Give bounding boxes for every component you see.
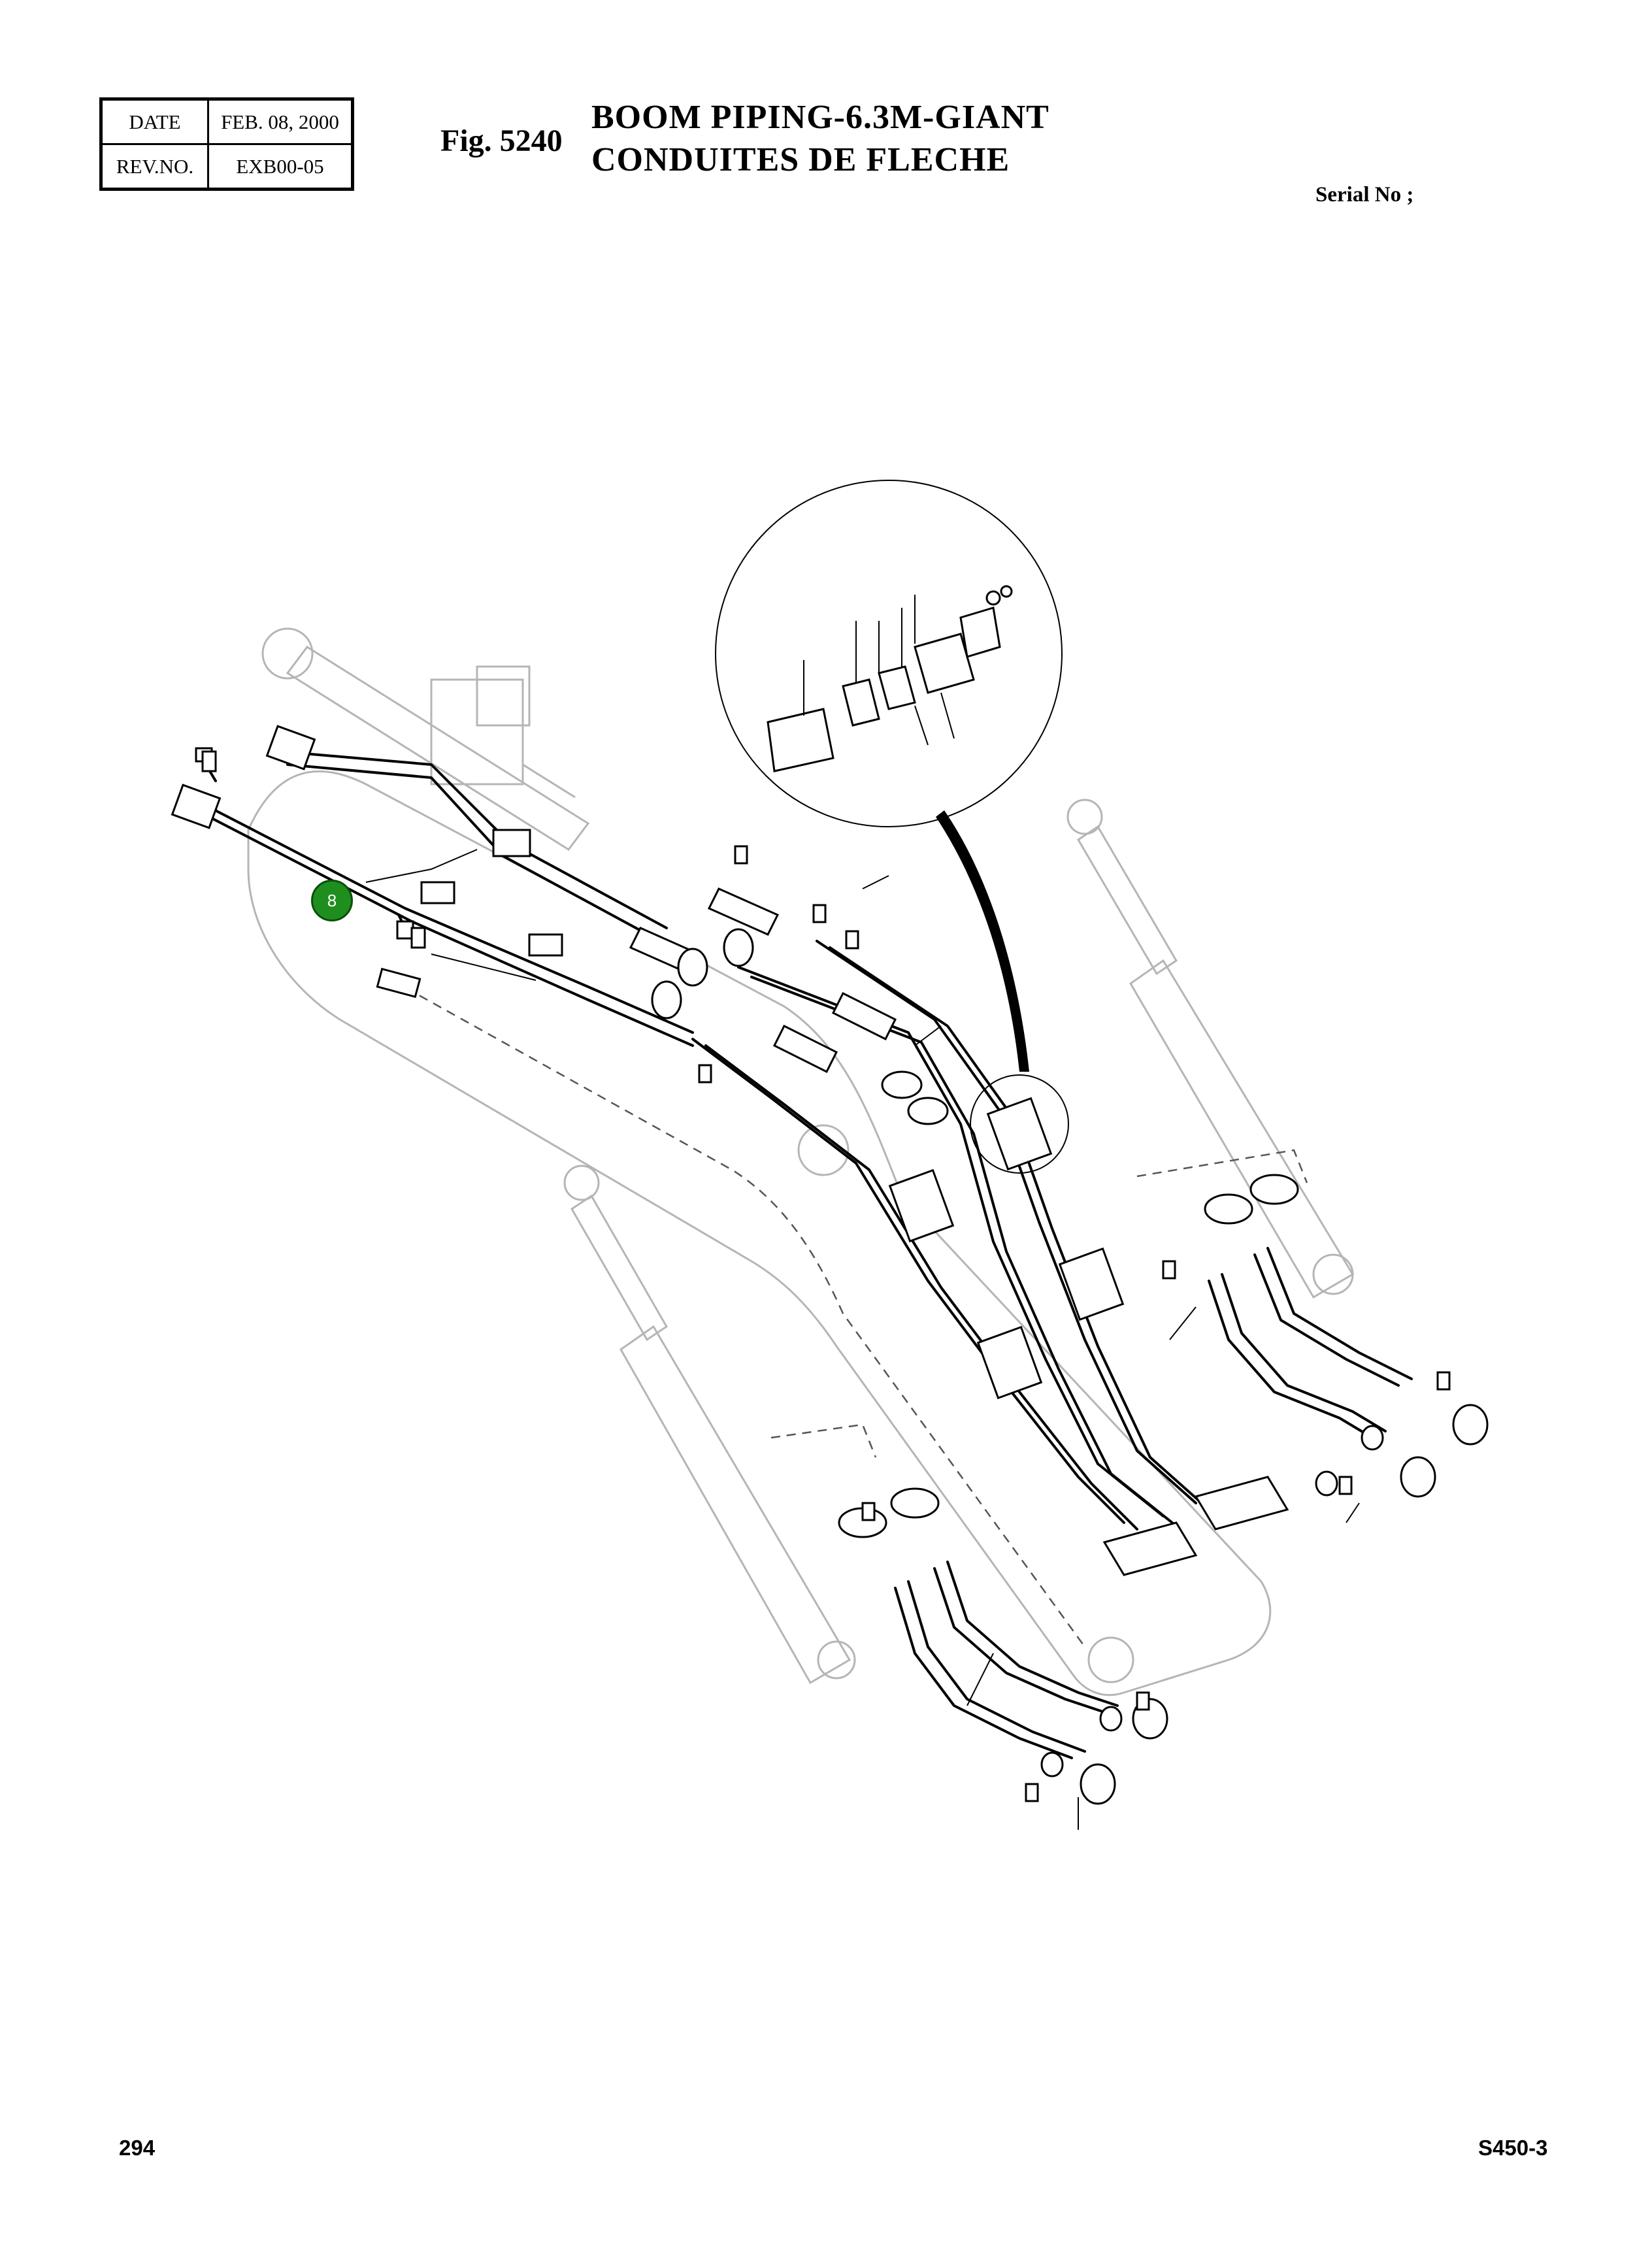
- revision-info-table: DATE FEB. 08, 2000 REV.NO. EXB00-05: [99, 97, 354, 191]
- revision-row: REV.NO. EXB00-05: [100, 143, 354, 190]
- part-callout-label: 8: [327, 890, 337, 910]
- boom-cylinder-ghost: [261, 627, 590, 852]
- date-value: FEB. 08, 2000: [207, 98, 354, 145]
- date-label: DATE: [100, 98, 209, 145]
- revision-value: EXB00-05: [207, 143, 354, 190]
- title-french: CONDUITES DE FLECHE: [591, 141, 1010, 178]
- boom-outline: [247, 770, 1272, 1696]
- model-code: S450-3: [1478, 2136, 1548, 2160]
- hose-guards: [629, 887, 949, 1125]
- right-hoses: [1204, 1174, 1489, 1498]
- revision-label: REV.NO.: [100, 143, 209, 190]
- pipe-clamps: [420, 829, 1125, 1400]
- lower-hoses: [838, 1487, 1168, 1805]
- leader-lines: [365, 849, 1360, 1830]
- base-flanges: [1102, 1476, 1289, 1576]
- serial-number-label: Serial No ;: [1315, 183, 1414, 207]
- page-number: 294: [119, 2136, 156, 2160]
- part-callout-8[interactable]: 8: [311, 880, 353, 921]
- arm-cylinders-ghost: [563, 799, 1355, 1685]
- detail-view: [715, 480, 1069, 1174]
- main-pipes: [201, 750, 1210, 1530]
- title-english: BOOM PIPING-6.3M-GIANT: [591, 99, 1049, 136]
- date-row: DATE FEB. 08, 2000: [100, 98, 354, 145]
- bolts: [201, 750, 1451, 1802]
- figure-number: Fig. 5240: [440, 124, 563, 158]
